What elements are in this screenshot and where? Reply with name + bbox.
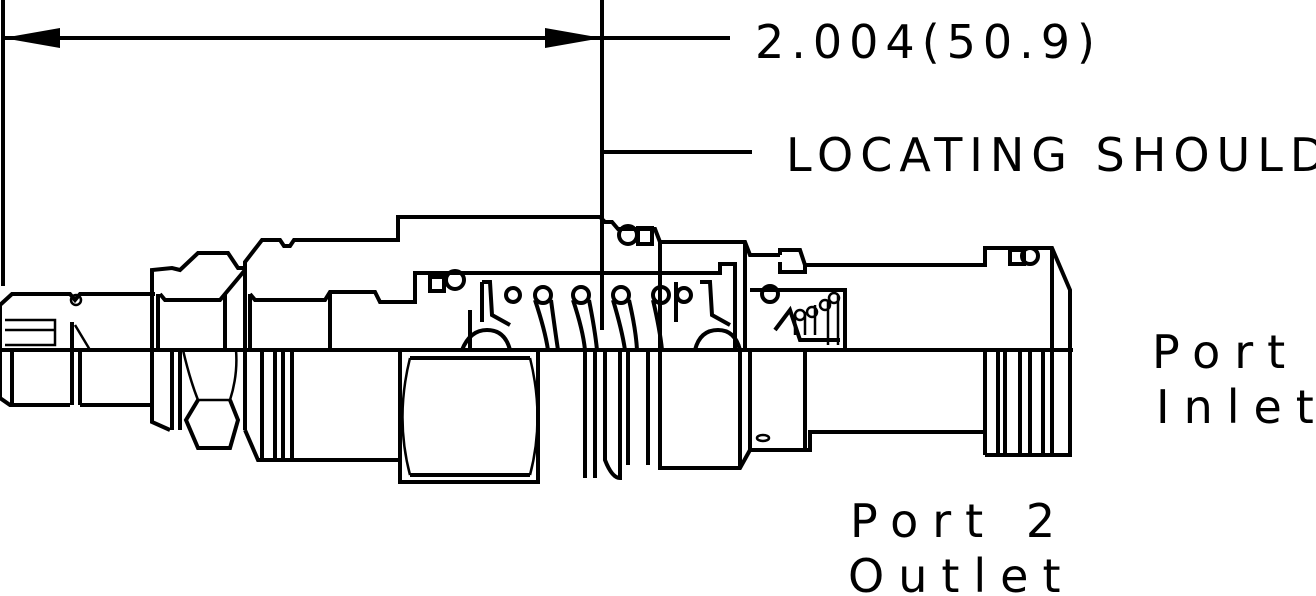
- locating-shoulder-leader: [600, 150, 752, 330]
- port-1-label: Port 1: [1152, 325, 1316, 379]
- arrowhead-right: [545, 28, 602, 48]
- locating-shoulder-label: LOCATING SHOULDER: [786, 128, 1316, 182]
- valve-body: [0, 215, 1073, 484]
- arrowhead-left: [3, 28, 60, 48]
- port-1-role: Inlet: [1156, 380, 1316, 434]
- port-2-label: Port 2: [850, 494, 1069, 548]
- dimension-line: [1, 0, 730, 286]
- port-2-role: Outlet: [848, 549, 1075, 596]
- dimension-label: 2.004(50.9): [755, 15, 1102, 69]
